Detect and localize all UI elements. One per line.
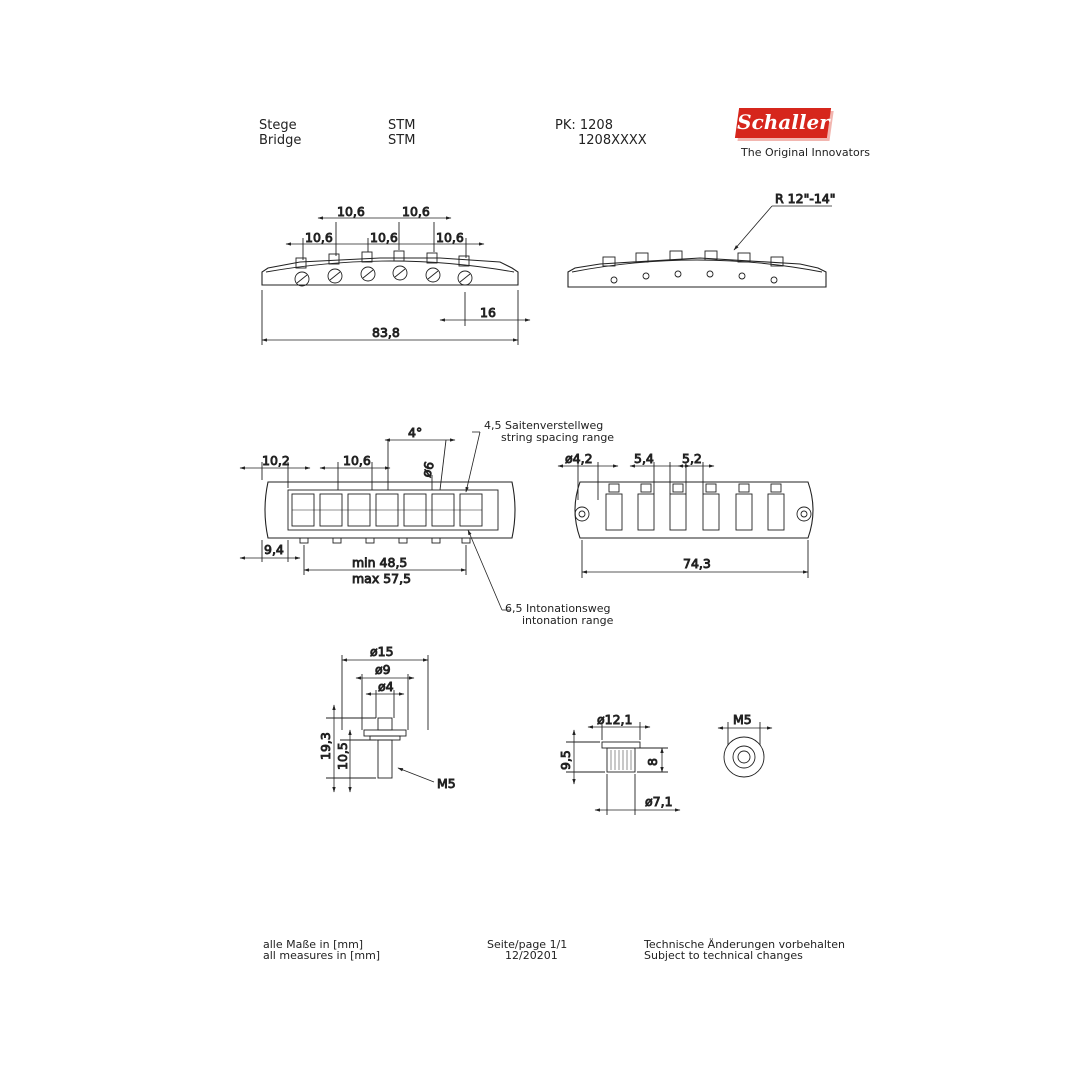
dim-bushing-d-top: ø12,1	[597, 712, 632, 727]
spacing-range-de: 4,5 Saitenverstellweg	[484, 419, 604, 432]
top-view-screw-ends	[299, 537, 471, 544]
dim-bottom-offset: 9,4	[264, 542, 284, 557]
dim-spacing-bottom-2: 10,6	[370, 230, 398, 245]
dim-bushing-body-h: 8	[645, 758, 660, 766]
dim-spacing-bottom-1: 10,6	[305, 230, 333, 245]
header-pk: PK: 1208	[555, 118, 613, 133]
dim-gap-2: 5,2	[682, 451, 702, 466]
dim-total-width: 83,8	[372, 325, 400, 340]
dim-bushing-height: 9,5	[558, 750, 573, 770]
bushing-drawing: ø12,1 9,5 8 ø7,1	[558, 712, 681, 815]
footer-date: 12/20201	[505, 949, 558, 962]
side-view-saddles	[602, 250, 784, 267]
spacing-range-en: string spacing range	[501, 431, 615, 444]
dim-top-bore: ø6	[418, 460, 437, 479]
dim-spacing-top-1: 10,6	[337, 204, 365, 219]
front-view-screws	[294, 265, 473, 287]
dim-bushing-thread: M5	[733, 712, 752, 727]
dim-radius: R 12"-14"	[775, 191, 835, 206]
footer-page: Seite/page 1/1	[487, 938, 568, 951]
dim-stud-thread-len: 10,5	[335, 742, 350, 770]
dim-angle: 4°	[408, 425, 422, 440]
dim-gap-1: 5,4	[634, 451, 654, 466]
dim-spacing-bottom-3: 10,6	[436, 230, 464, 245]
dim-bottom-bore: ø4,2	[565, 451, 593, 466]
header-part-no: 1208XXXX	[578, 133, 647, 148]
dim-spacing-top-2: 10,6	[402, 204, 430, 219]
stud-drawing: ø15 ø9 ø4 19,3 10,5 M5	[318, 644, 456, 793]
dim-stud-thread: M5	[437, 776, 456, 791]
header-model-de: STM	[388, 118, 416, 133]
dim-bottom-width: 74,3	[683, 556, 711, 571]
dim-saddle-spacing: 10,6	[343, 453, 371, 468]
side-view-holes	[610, 270, 778, 284]
top-view-saddles	[291, 493, 483, 527]
bottom-view: ø4,2 5,4 5,2 74,3	[557, 451, 814, 578]
intonation-range-en: intonation range	[522, 614, 614, 627]
dim-end-offset: 10,2	[262, 453, 290, 468]
dim-bushing-d-bottom: ø7,1	[645, 794, 673, 809]
header-label-de: Stege	[259, 118, 297, 133]
footer-notice-de: Technische Änderungen vorbehalten	[644, 938, 845, 951]
bushing-top-view: M5	[717, 712, 773, 778]
dim-width-end: 16	[480, 305, 496, 320]
dim-stud-height: 19,3	[318, 732, 333, 760]
header-label-en: Bridge	[259, 133, 302, 148]
dim-stud-d-inner: ø4	[378, 679, 394, 694]
bottom-view-slots	[605, 483, 785, 531]
dim-min-span: min 48,5	[352, 555, 407, 570]
front-view-saddles	[295, 250, 470, 269]
logo-tagline: The Original Innovators	[741, 146, 870, 159]
side-view: R 12"-14"	[567, 191, 836, 288]
dim-max-span: max 57,5	[352, 571, 411, 586]
dim-stud-d-mid: ø9	[375, 662, 391, 677]
footer-notice-en: Subject to technical changes	[644, 949, 803, 962]
front-view: 10,6 10,6 10,6 10,6 10,6 16 83,8	[261, 204, 531, 345]
dim-stud-d-outer: ø15	[370, 644, 394, 659]
footer-units-en: all measures in [mm]	[263, 949, 381, 962]
intonation-range-de: 6,5 Intonationsweg	[505, 602, 611, 615]
footer-units-de: alle Maße in [mm]	[263, 938, 364, 951]
header-model-en: STM	[388, 133, 416, 148]
top-view: 10,2 10,6 4° ø6 9,4 min 48,5 max 57,5	[239, 425, 516, 611]
